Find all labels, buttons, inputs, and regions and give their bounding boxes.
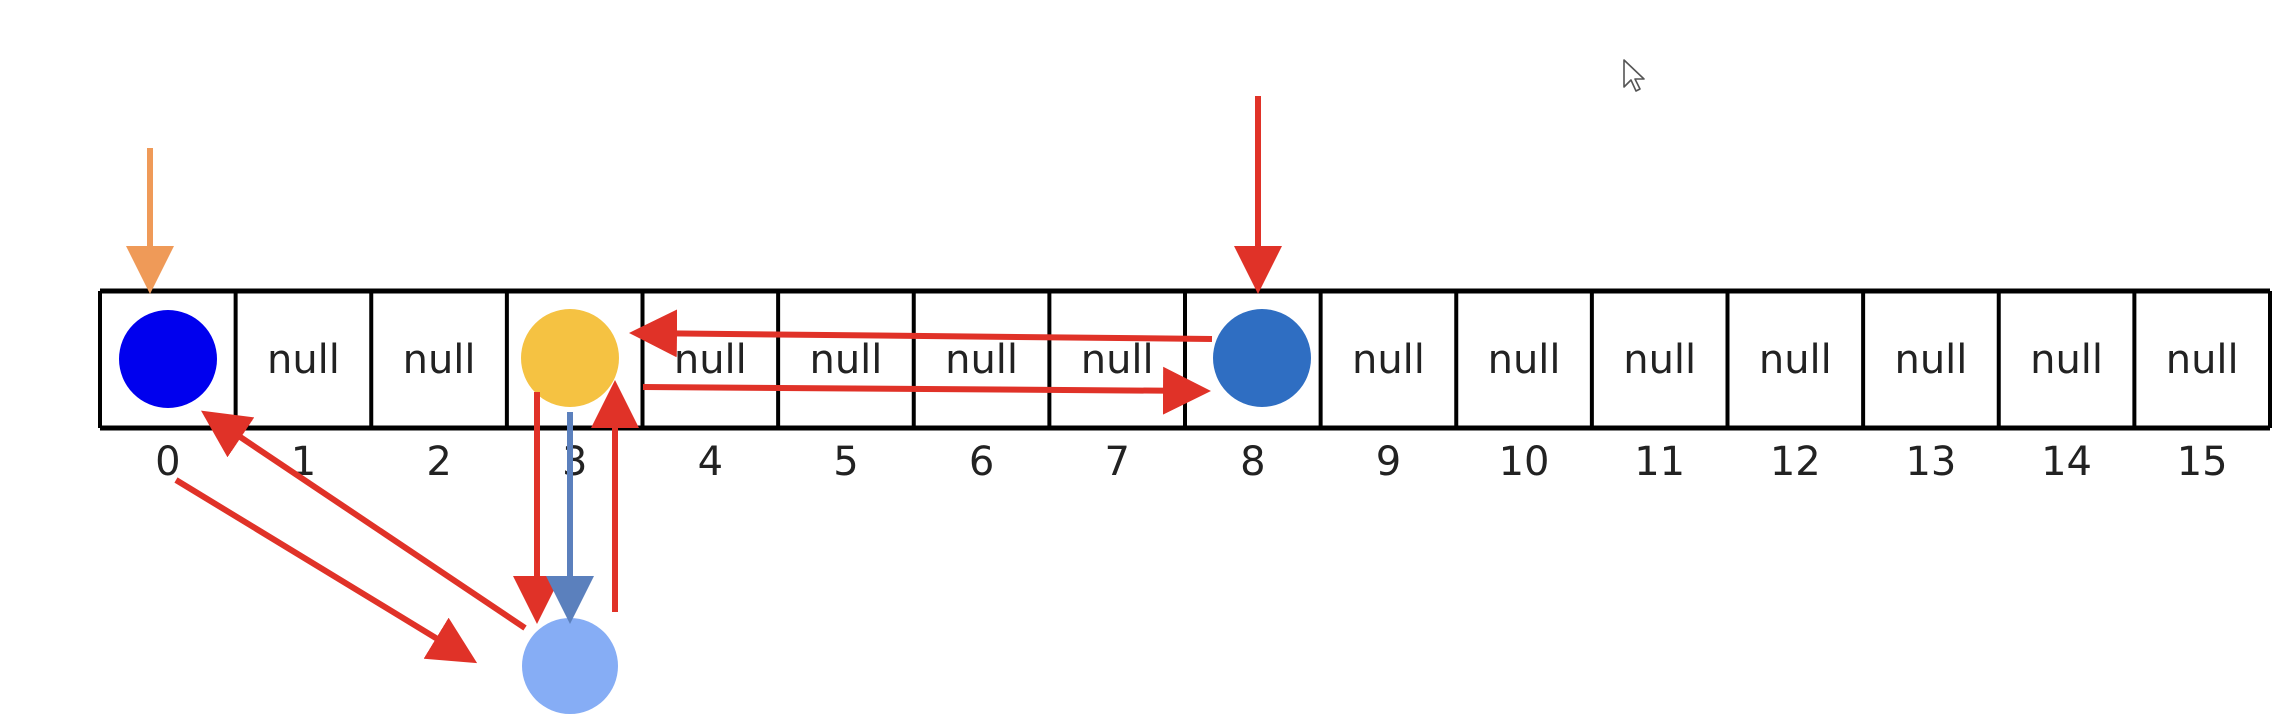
cell-index-label: 2 (426, 439, 451, 485)
cell-index-label: 4 (698, 439, 723, 485)
arrow-3-to-8 (642, 366, 1211, 415)
cell-null-label: null (1081, 337, 1154, 383)
cell-index-label: 12 (1770, 439, 1821, 485)
cell-index-label: 8 (1240, 439, 1265, 485)
cell-null-label: null (1894, 337, 1967, 383)
cell-index-label: 15 (2177, 439, 2228, 485)
cell-index-label: 3 (562, 439, 587, 485)
cell-null-label: null (2030, 337, 2103, 383)
cell-null-label: null (1759, 337, 1832, 383)
cell-index-label: 13 (1905, 439, 1956, 485)
cell-index-label: 10 (1499, 439, 1550, 485)
array-grid (98, 288, 2272, 431)
cell-index-label: 7 (1104, 439, 1129, 485)
arrow-0-to-node (174, 477, 478, 664)
mouse-pointer-icon (1623, 59, 1645, 92)
node-steel-blue (1213, 309, 1311, 407)
node-light-blue (522, 618, 618, 714)
cell-index-label: 14 (2041, 439, 2092, 485)
cell-index-label: 6 (969, 439, 994, 485)
cell-null-label: null (403, 337, 476, 383)
arrow-node-to-0 (201, 410, 527, 631)
cell-null-label: null (2166, 337, 2239, 383)
cell-null-label: null (1623, 337, 1696, 383)
cell-null-label: null (809, 337, 882, 383)
cell-null-label: null (945, 337, 1018, 383)
cell-null-label: null (1352, 337, 1425, 383)
cell-index-label: 11 (1634, 439, 1685, 485)
node-blue (119, 310, 217, 408)
cell-null-label: null (674, 337, 747, 383)
cell-index-label: 9 (1376, 439, 1401, 485)
cell-index-label: 5 (833, 439, 858, 485)
array-cells: null null null null null null null null null null… (267, 337, 2239, 383)
cell-null-label: null (267, 337, 340, 383)
cell-index-label: 0 (155, 439, 180, 485)
cell-null-label: null (1488, 337, 1561, 383)
arrow-8-to-3 (629, 309, 1213, 358)
